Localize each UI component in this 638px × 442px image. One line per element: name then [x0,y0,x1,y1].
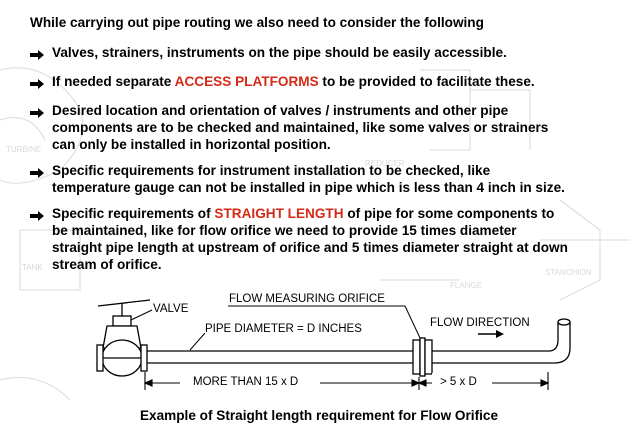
pipe-orifice-diagram: VALVE FLOW MEASURING ORIFICE PIPE DIAMET… [96,293,571,390]
bullet-text: Valves, strainers, instruments on the pi… [52,44,630,61]
bullet-item: If needed separate ACCESS PLATFORMS to b… [30,73,630,93]
bullet-line: of pipe for some components to [343,206,555,221]
arrow-bullet-icon [30,162,52,182]
bullet-text: If needed separate ACCESS PLATFORMS to b… [52,73,630,90]
valve-leader-line [130,309,153,321]
diameter-leader-line [189,332,206,351]
bullet-line: be maintained, like for flow orifice we … [52,223,517,238]
bullet-text: Desired location and orientation of valv… [52,102,630,153]
bullet-text-part: If needed separate [52,74,175,89]
highlight-access-platforms: ACCESS PLATFORMS [174,74,319,89]
highlight-straight-length: STRAIGHT LENGTH [214,206,344,221]
pipe-diameter-label: PIPE DIAMETER = D INCHES [205,323,362,335]
bullet-item: Specific requirements for instrument ins… [30,162,630,196]
bullet-line: temperature gauge can not be installed i… [52,180,565,195]
upstream-length-label: MORE THAN 15 x D [193,376,298,388]
watermark-label: REDUCER [365,159,405,168]
watermark-label: STANCHION [545,268,592,277]
downstream-length-label: > 5 x D [440,376,477,388]
orifice-label: FLOW MEASURING ORIFICE [229,293,385,305]
bullet-line: Specific requirements for instrument ins… [52,163,491,178]
bullet-item: Specific requirements of STRAIGHT LENGTH… [30,205,630,273]
valve-label: VALVE [153,303,189,315]
bullet-line: straight pipe length at upstream of orif… [52,240,568,255]
bullet-line: Valves, strainers, instruments on the pi… [52,45,507,60]
arrow-bullet-icon [30,44,52,64]
bullet-item: Desired location and orientation of valv… [30,102,630,153]
bullet-text-part: to be provided to facilitate these. [318,74,535,89]
bullet-text: Specific requirements of STRAIGHT LENGTH… [52,205,630,273]
bullet-text: Specific requirements for instrument ins… [52,162,630,196]
flow-arrow-icon [478,330,504,338]
bullet-line: Desired location and orientation of valv… [52,103,509,118]
valve-icon [96,299,151,377]
page-heading: While carrying out pipe routing we also … [30,15,484,30]
bullet-line: can only be installed in horizontal posi… [52,137,331,152]
watermark-label: TURBINE [6,145,41,154]
flow-direction-label: FLOW DIRECTION [430,317,530,329]
arrow-bullet-icon [30,205,52,225]
bullet-line: components are to be checked and maintai… [52,120,549,135]
pipe-run [147,318,571,377]
bullet-list: Valves, strainers, instruments on the pi… [30,44,630,282]
watermark-label: TANK [22,263,43,272]
arrow-bullet-icon [30,102,52,122]
watermark-label: FLANGE [450,281,482,290]
bullet-text-part: Specific requirements of [52,206,215,221]
figure-caption: Example of Straight length requirement f… [139,408,499,423]
bullet-item: Valves, strainers, instruments on the pi… [30,44,630,64]
arrow-bullet-icon [30,73,52,93]
bullet-line: stream of orifice. [52,257,162,272]
